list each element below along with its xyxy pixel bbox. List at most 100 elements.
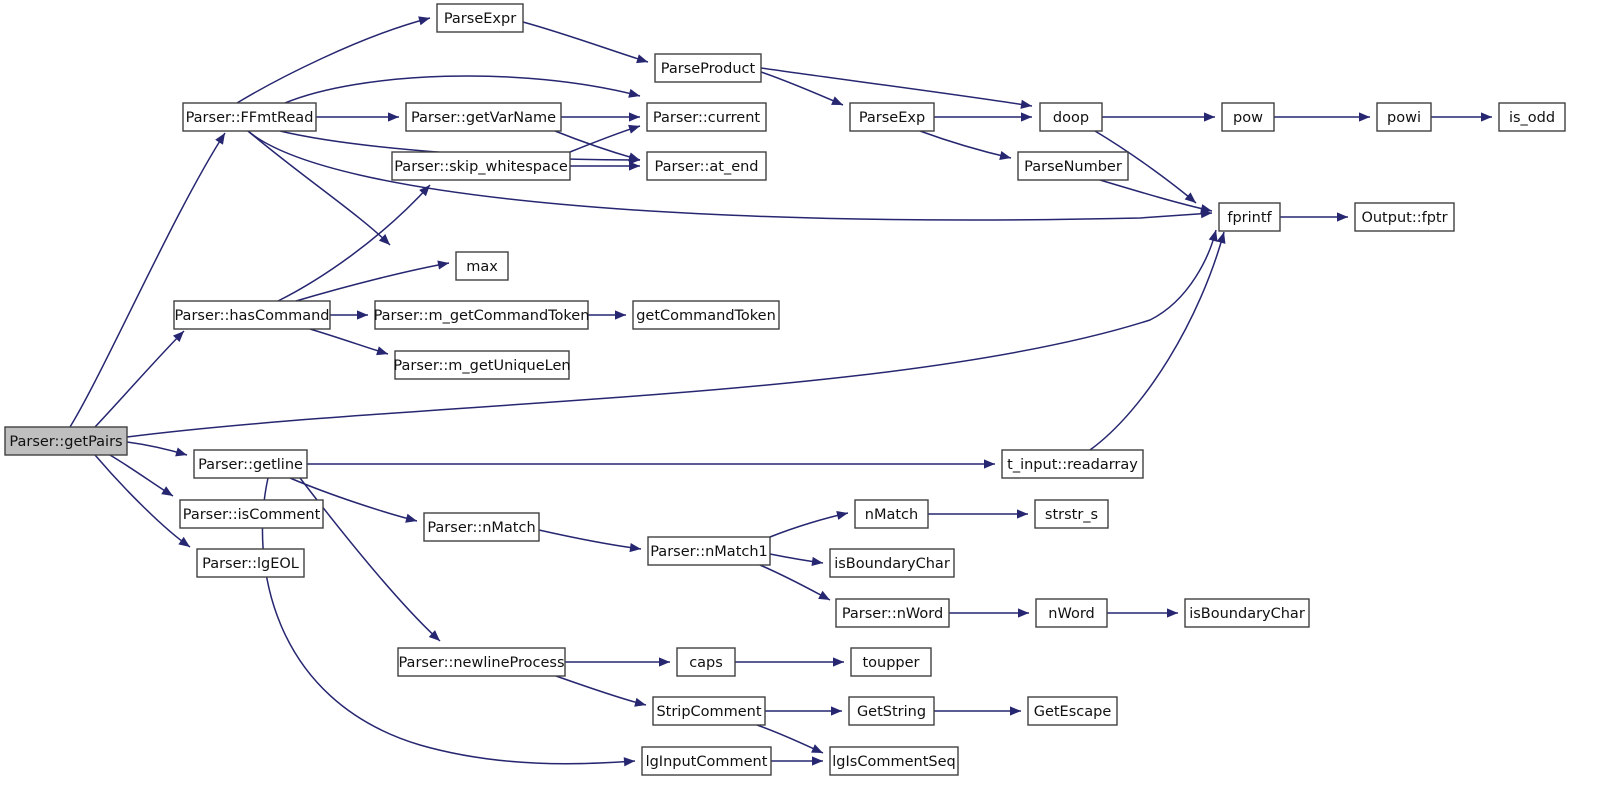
node-box[interactable] <box>646 151 767 181</box>
edge-arrowhead <box>623 757 635 767</box>
graph-node-parser-getvarname[interactable]: Parser::getVarName <box>405 102 562 132</box>
graph-node-parseexpr[interactable]: ParseExpr <box>436 3 524 33</box>
graph-node-getstring[interactable]: GetString <box>848 696 935 726</box>
node-box[interactable] <box>423 512 540 542</box>
node-box[interactable] <box>391 151 571 181</box>
graph-node-parser-m-getuniquelen[interactable]: Parser::m_getUniqueLen <box>393 350 571 380</box>
node-box[interactable] <box>1184 598 1310 628</box>
graph-node-powi[interactable]: powi <box>1376 102 1432 132</box>
call-edge <box>769 510 849 538</box>
node-box[interactable] <box>646 102 767 132</box>
node-box[interactable] <box>436 3 524 33</box>
node-box[interactable] <box>1034 499 1109 529</box>
edge-arrowhead <box>1359 112 1370 122</box>
call-edge <box>934 112 1032 122</box>
graph-node-isboundarychar[interactable]: isBoundaryChar <box>829 548 955 578</box>
node-box[interactable] <box>829 746 959 776</box>
graph-node-strstr-s[interactable]: strstr_s <box>1034 499 1109 529</box>
node-box[interactable] <box>676 647 736 677</box>
node-box[interactable] <box>196 548 305 578</box>
node-box[interactable] <box>641 746 772 776</box>
node-box[interactable] <box>835 598 950 628</box>
graph-node-stripcomment[interactable]: StripComment <box>652 696 766 726</box>
call-edge <box>299 477 441 642</box>
graph-node-nword[interactable]: nWord <box>1035 598 1108 628</box>
node-box[interactable] <box>1039 102 1103 132</box>
graph-node-parser-getpairs[interactable]: Parser::getPairs <box>4 426 128 456</box>
graph-node-parser-lgeol[interactable]: Parser::lgEOL <box>196 548 305 578</box>
node-box[interactable] <box>405 102 562 132</box>
graph-node-parser-nmatch[interactable]: Parser::nMatch <box>423 512 540 542</box>
node-box[interactable] <box>1017 151 1129 181</box>
edge-arrowhead <box>818 590 830 600</box>
graph-node-getcommandtoken[interactable]: getCommandToken <box>632 300 780 330</box>
graph-node-doop[interactable]: doop <box>1039 102 1103 132</box>
node-label: t_input::readarray <box>1007 457 1138 473</box>
edge-line <box>247 130 1213 221</box>
node-box[interactable] <box>1498 102 1566 132</box>
graph-node-parser-skip-whitespace[interactable]: Parser::skip_whitespace <box>391 151 571 181</box>
graph-node-parser-newlineprocess[interactable]: Parser::newlineProcess <box>397 647 566 677</box>
node-box[interactable] <box>397 647 566 677</box>
node-box[interactable] <box>182 102 317 132</box>
edge-arrowhead <box>357 310 368 320</box>
graph-node-pow[interactable]: pow <box>1221 102 1275 132</box>
node-label: Parser::m_getUniqueLen <box>393 358 570 374</box>
node-box[interactable] <box>654 53 762 83</box>
node-box[interactable] <box>1221 102 1275 132</box>
graph-node-parser-iscomment[interactable]: Parser::isComment <box>179 499 324 529</box>
graph-node-nmatch[interactable]: nMatch <box>854 499 929 529</box>
node-box[interactable] <box>850 647 932 677</box>
node-box[interactable] <box>179 499 324 529</box>
edge-arrowhead <box>418 16 430 26</box>
node-box[interactable] <box>632 300 780 330</box>
node-box[interactable] <box>173 300 331 330</box>
graph-node-parser-hascommand[interactable]: Parser::hasCommand <box>173 300 331 330</box>
node-box[interactable] <box>1027 696 1118 726</box>
edge-arrowhead <box>161 486 173 496</box>
node-box[interactable] <box>1354 202 1455 232</box>
graph-node-parser-at-end[interactable]: Parser::at_end <box>646 151 767 181</box>
node-box[interactable] <box>652 696 766 726</box>
graph-node-toupper[interactable]: toupper <box>850 647 932 677</box>
node-box[interactable] <box>647 536 771 566</box>
graph-node-lgiscommentseq[interactable]: lgIsCommentSeq <box>829 746 959 776</box>
edge-line <box>1099 179 1213 212</box>
edge-arrowhead <box>215 133 225 145</box>
node-box[interactable] <box>1376 102 1432 132</box>
call-edge <box>316 112 399 122</box>
node-box[interactable] <box>455 251 509 281</box>
node-box[interactable] <box>829 548 955 578</box>
node-box[interactable] <box>848 696 935 726</box>
graph-node-parser-nmatch1[interactable]: Parser::nMatch1 <box>647 536 771 566</box>
graph-node-parsenumber[interactable]: ParseNumber <box>1017 151 1129 181</box>
edge-arrowhead <box>831 96 843 105</box>
node-box[interactable] <box>1035 598 1108 628</box>
node-box[interactable] <box>849 102 935 132</box>
graph-node-lginputcomment[interactable]: lgInputComment <box>641 746 772 776</box>
edge-arrowhead <box>628 88 640 98</box>
graph-node-parseexp[interactable]: ParseExp <box>849 102 935 132</box>
graph-node-isboundarychar[interactable]: isBoundaryChar <box>1184 598 1310 628</box>
node-box[interactable] <box>394 350 570 380</box>
node-box[interactable] <box>193 449 308 479</box>
graph-node-parser-ffmtread[interactable]: Parser::FFmtRead <box>182 102 317 132</box>
graph-node-getescape[interactable]: GetEscape <box>1027 696 1118 726</box>
call-edge <box>522 21 649 64</box>
node-box[interactable] <box>1001 449 1144 479</box>
graph-node-parser-m-getcommandtoken[interactable]: Parser::m_getCommandToken <box>374 300 590 330</box>
graph-node-caps[interactable]: caps <box>676 647 736 677</box>
node-box[interactable] <box>854 499 929 529</box>
graph-node-fprintf[interactable]: fprintf <box>1218 202 1281 232</box>
graph-node-max[interactable]: max <box>455 251 509 281</box>
node-box[interactable] <box>4 426 128 456</box>
node-box[interactable] <box>374 300 589 330</box>
graph-node-parser-nword[interactable]: Parser::nWord <box>835 598 950 628</box>
graph-node-output-fptr[interactable]: Output::fptr <box>1354 202 1455 232</box>
graph-node-parser-getline[interactable]: Parser::getline <box>193 449 308 479</box>
node-box[interactable] <box>1218 202 1281 232</box>
graph-node-parser-current[interactable]: Parser::current <box>646 102 767 132</box>
graph-node-parseproduct[interactable]: ParseProduct <box>654 53 762 83</box>
graph-node-is-odd[interactable]: is_odd <box>1498 102 1566 132</box>
graph-node-t-input-readarray[interactable]: t_input::readarray <box>1001 449 1144 479</box>
